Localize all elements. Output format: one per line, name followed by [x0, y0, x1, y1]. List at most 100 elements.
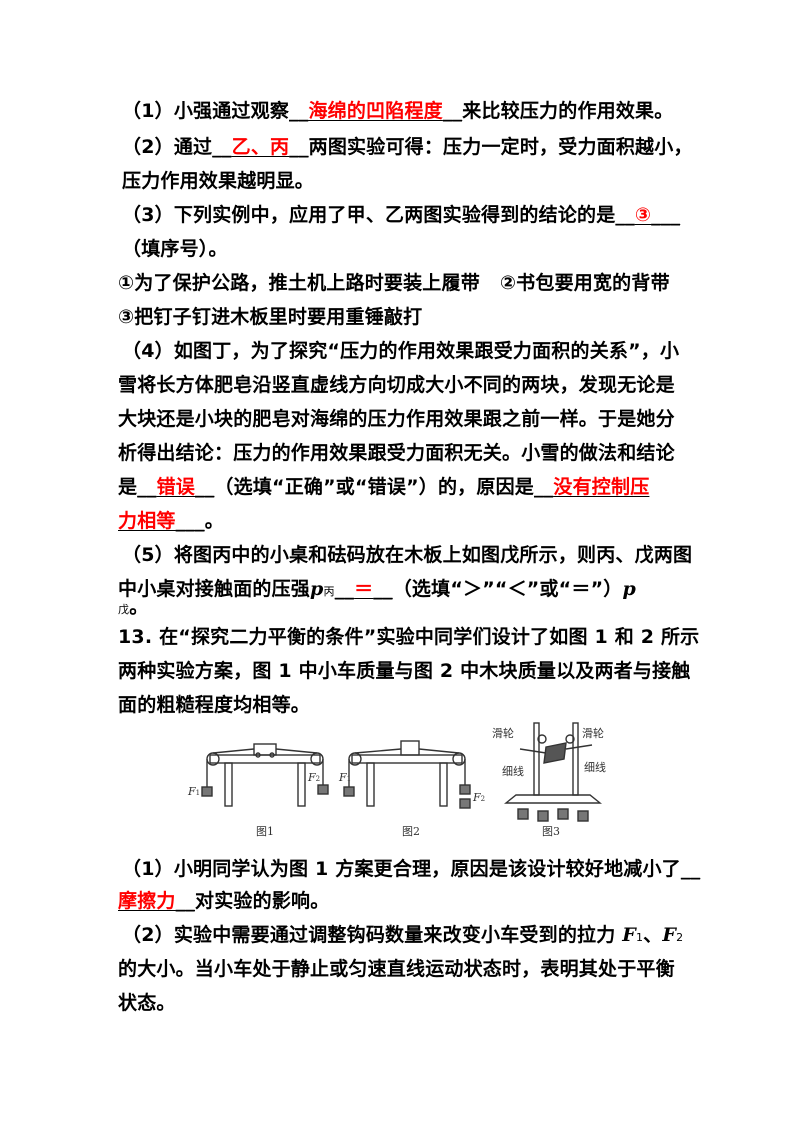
answer-text: 乙、丙 — [231, 136, 290, 158]
hook-weight — [343, 786, 355, 797]
q12-part3-line2: （填序号）。 — [122, 236, 682, 262]
string-label: 细线 — [502, 764, 524, 778]
answer-text: ＝ — [354, 578, 374, 600]
string-line — [275, 748, 318, 754]
text: 。 — [129, 596, 149, 618]
blank: __ — [289, 136, 309, 158]
subscript: 1 — [635, 931, 644, 944]
subscript: 丙 — [323, 585, 335, 598]
hook-weight — [459, 798, 471, 809]
answer-text: 错误 — [156, 476, 196, 498]
figure-caption-2: 图2 — [402, 825, 420, 838]
table-top-1 — [209, 754, 321, 764]
q13-part2-line3: 状态。 — [118, 992, 176, 1014]
figure-3 — [504, 722, 602, 822]
figure-1 — [201, 743, 329, 807]
base-plate — [504, 794, 602, 804]
blank: __ — [137, 476, 157, 498]
text: 、 — [643, 924, 663, 946]
wood-block-icon — [400, 740, 420, 756]
text: （1）小明同学认为图 1 方案更合理，原因是该设计较好地减小了 — [122, 858, 681, 880]
table-leg — [366, 762, 375, 807]
blank: ___ — [175, 510, 205, 532]
text: 来比较压力的作用效果。 — [462, 100, 674, 122]
q12-part4-line2: 雪将长方体肥皂沿竖直虚线方向切成大小不同的两块，发现无论是 — [118, 374, 675, 396]
force-label-f1: F1 — [187, 785, 200, 798]
option-2: ②书包要用宽的背带 — [499, 272, 670, 294]
blank: __ — [442, 100, 463, 122]
text: 是 — [118, 476, 138, 498]
q13-part1: （1）小明同学认为图 1 方案更合理，原因是该设计较好地减小了__ — [122, 856, 700, 882]
blank: __ — [195, 476, 215, 498]
blank: ___ — [651, 204, 681, 226]
text: （选填“＞”“＜”或“＝”） — [392, 578, 623, 600]
wheel — [255, 752, 261, 758]
option-1: ①为了保护公路，推土机上路时要装上履带 — [118, 272, 480, 294]
pressure-symbol: p — [310, 578, 324, 600]
q13-line2: 两种实验方案，图 1 中小车质量与图 2 中木块质量以及两者与接触 — [118, 660, 691, 682]
q13-line1: 13. 在“探究二力平衡的条件”实验中同学们设计了如图 1 和 2 所示 — [118, 626, 700, 648]
q13-part2-line2: 的大小。当小车处于静止或匀速直线运动状态时，表明其处于平衡 — [118, 958, 675, 980]
text: 中小桌对接触面的压强 — [118, 578, 311, 600]
q12-part5-line1: （5）将图丙中的小桌和砝码放在木板上如图戊所示，则丙、戊两图 — [122, 544, 693, 566]
option-3: ③把钉子钉进木板里时要用重锤敲打 — [118, 306, 423, 328]
text: 对实验的影响。 — [195, 890, 330, 912]
q12-part4-line5: 是__错误__（选填“正确”或“错误”）的，原因是__没有控制压 — [118, 474, 678, 500]
force-label-f2: F2 — [307, 771, 320, 784]
q13-line3: 面的粗糙程度均相等。 — [118, 694, 311, 716]
subscript: 戊 — [118, 603, 130, 616]
q12-part5-line3: 戊。 — [118, 594, 678, 623]
pulley-label: 滑轮 — [582, 726, 604, 740]
blank: __ — [373, 578, 393, 600]
q13-part1-line2: 摩擦力__对实验的影响。 — [118, 888, 678, 914]
text: 。 — [204, 510, 224, 532]
figure-caption-3: 图3 — [542, 825, 560, 838]
q12-part4-line3: 大块还是小块的肥皂对海绵的压力作用效果跟之前一样。于是她分 — [118, 408, 675, 430]
text: （1）小强通过观察 — [122, 100, 290, 122]
blank: __ — [212, 136, 232, 158]
pulley-icon — [565, 734, 575, 744]
hook-weight — [537, 810, 549, 822]
text: （3）下列实例中，应用了甲、乙两图实验得到的结论的是 — [122, 204, 616, 226]
q12-part4-line6: 力相等___。 — [118, 508, 678, 534]
q12-options-line2: ③把钉子钉进木板里时要用重锤敲打 — [118, 304, 678, 330]
figure-caption-1: 图1 — [256, 825, 274, 838]
q12-part1: （1）小强通过观察__海绵的凹陷程度__来比较压力的作用效果。 — [122, 98, 682, 124]
blank: __ — [175, 890, 196, 912]
hook-weight — [577, 810, 589, 822]
blank: __ — [533, 476, 554, 498]
table-leg — [439, 762, 448, 807]
q12-part3: （3）下列实例中，应用了甲、乙两图实验得到的结论的是__③___ — [122, 202, 682, 228]
hook-weight — [557, 808, 569, 820]
q13-part2: （2）实验中需要通过调整钩码数量来改变小车受到的拉力 F1、F2 — [122, 922, 683, 951]
wheel — [269, 752, 275, 758]
answer-text: 没有控制压 — [553, 476, 650, 498]
pressure-symbol: p — [622, 578, 636, 600]
string-line — [354, 748, 402, 754]
force-label-f2: F2 — [472, 791, 485, 804]
string-line — [418, 748, 460, 754]
answer-text: 摩擦力 — [118, 890, 176, 912]
experiment-figures: F1 F2 F1 F2 滑轮 滑轮 细线 细线 图1 图2 图3 — [180, 715, 620, 840]
answer-text: 海绵的凹陷程度 — [308, 100, 443, 122]
string-line — [565, 744, 593, 750]
q12-part2-line2: 压力作用效果越明显。 — [122, 168, 682, 194]
stand-rod — [572, 722, 579, 796]
answer-text: ③ — [634, 204, 652, 226]
blank: __ — [680, 858, 701, 880]
q12-options-line1: ①为了保护公路，推土机上路时要装上履带 ②书包要用宽的背带 — [118, 270, 678, 296]
pulley-label: 滑轮 — [492, 726, 514, 740]
force-label-f1: F1 — [338, 771, 351, 784]
card-icon — [543, 742, 567, 764]
text: 压力作用效果越明显。 — [122, 170, 315, 192]
blank: __ — [289, 100, 309, 122]
string-line — [519, 748, 547, 754]
force-symbol: F — [622, 924, 636, 946]
hook-weight — [459, 784, 471, 795]
text: （选填“正确”或“错误”）的，原因是 — [214, 476, 534, 498]
hook-weight — [317, 784, 329, 795]
hook-weight — [517, 808, 529, 820]
q12-part2: （2）通过__乙、丙__两图实验可得：压力一定时，受力面积越小， — [122, 134, 692, 160]
table-top-2 — [351, 754, 463, 764]
